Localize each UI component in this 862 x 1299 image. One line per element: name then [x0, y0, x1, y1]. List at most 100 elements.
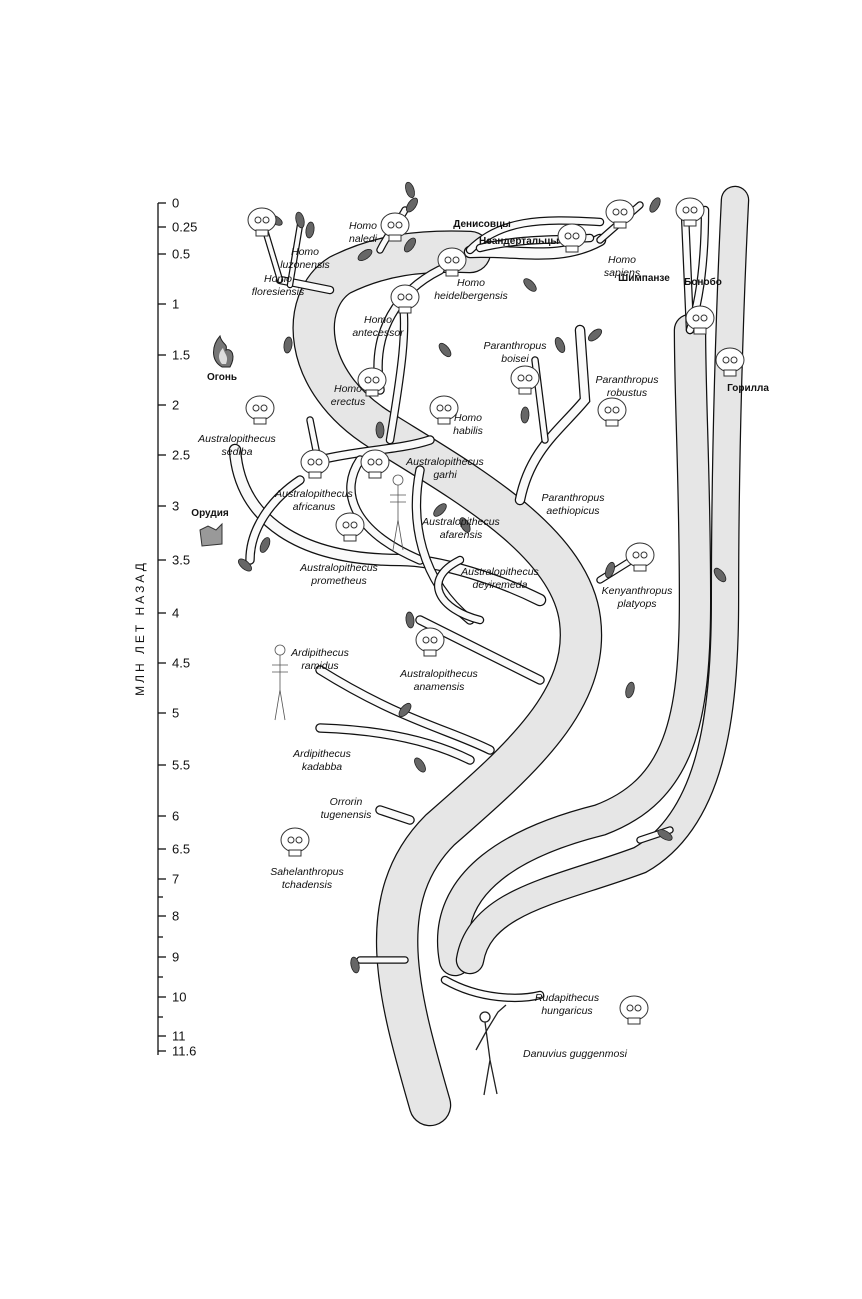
species-name-line: tchadensis: [281, 878, 333, 891]
neanderthals-label: Неандертальцы: [479, 236, 559, 247]
axis-tick-label: 11: [172, 1028, 186, 1044]
time-axis-line: [157, 202, 166, 1055]
species-name-line: sediba: [221, 445, 253, 458]
leaf-icon: [649, 197, 661, 213]
stone-tool-icon: [199, 522, 223, 547]
leaf-icon: [375, 421, 385, 439]
skull-icon: [510, 365, 540, 395]
skull-icon: [715, 347, 745, 377]
skull-icon: [247, 207, 277, 237]
species-name-line: Homo: [333, 383, 362, 395]
australopith-branch: [228, 443, 547, 607]
axis-tick-label: 6.5: [172, 841, 191, 857]
leaf-icon: [713, 567, 727, 583]
species-name-line: habilis: [453, 424, 483, 437]
species-name-line: naledi: [348, 232, 378, 245]
axis-tick-label: 4.5: [172, 655, 191, 671]
leaf-icon: [414, 757, 426, 773]
skull-icon: [280, 827, 310, 857]
skull-icon: [300, 449, 330, 479]
leaf-icon: [305, 221, 315, 239]
species-name-line: Paranthropus: [483, 340, 547, 352]
species-name-line: Australopithecus: [461, 566, 539, 578]
species-name-line: Danuvius guggenmosi: [523, 1048, 627, 1060]
fire-label: Огонь: [206, 372, 238, 383]
leaf-icon: [350, 956, 360, 974]
leaf-icon: [605, 561, 615, 579]
species-name-line: anamensis: [413, 680, 465, 693]
species-name-line: boisei: [501, 352, 529, 365]
kadabba-branch: [315, 723, 475, 765]
axis-tick-label: 3.5: [172, 552, 191, 568]
species-label-d-guggenmosi: Danuvius guggenmosi: [523, 1048, 627, 1061]
species-name-line: afarensis: [439, 528, 483, 541]
skeleton-icon: [390, 474, 406, 551]
leaf-icon: [459, 517, 471, 533]
species-name-line: africanus: [292, 500, 336, 513]
species-name-line: Ardipithecus: [291, 647, 349, 659]
species-name-line: Homo: [607, 254, 637, 266]
gorilla-label: Горилла: [727, 383, 769, 394]
tools-label: Орудия: [191, 508, 229, 519]
species-name-line: tugenensis: [320, 808, 372, 821]
species-name-line: Paranthropus: [595, 374, 659, 386]
species-name-line: deyiremeda: [472, 578, 528, 591]
leaf-icon: [398, 702, 412, 718]
species-name-line: Ardipithecus: [293, 748, 351, 760]
species-name-line: Australopithecus: [300, 562, 378, 574]
leaf-icon: [433, 503, 447, 517]
leaf-icon: [406, 197, 418, 213]
prometheus-branch: [346, 455, 425, 565]
leaf-icon: [520, 406, 530, 424]
ramidus-branch: [315, 665, 495, 755]
rudapithecus-branch: [440, 975, 545, 1002]
leaf-icon: [403, 237, 417, 253]
floresiensis-twig: [261, 226, 284, 284]
chimp-bonobo-branch: [437, 313, 712, 977]
axis-tick-label: 7: [172, 871, 180, 887]
axis-tick-label: 0.25: [172, 219, 198, 235]
species-name-line: floresiensis: [251, 285, 305, 298]
species-name-line: Australopithecus: [400, 668, 478, 680]
species-name-line: luzonensis: [280, 258, 330, 271]
axis-tick-label: 2: [172, 397, 180, 413]
danuvius-figure-icon: [475, 1004, 507, 1096]
axis-tick-label: 6: [172, 808, 180, 824]
axis-tick-label: 0: [172, 195, 180, 211]
species-name-line: Homo: [348, 220, 377, 232]
skull-icon: [557, 223, 587, 253]
leaf-icon: [259, 537, 271, 553]
species-name-line: Homo: [456, 277, 485, 289]
leaf-icon: [283, 336, 293, 354]
skull-icon: [357, 367, 387, 397]
species-name-line: prometheus: [311, 574, 367, 587]
skull-icon: [390, 284, 420, 314]
skull-icon: [685, 305, 715, 335]
species-name-line: Homo: [263, 273, 292, 285]
species-name-line: hungaricus: [541, 1004, 593, 1017]
sapiens-branch: [463, 233, 607, 260]
skull-icon: [245, 395, 275, 425]
axis-tick-label: 1: [172, 296, 180, 312]
axis-tick-label: 11.6: [172, 1043, 197, 1059]
species-name-line: robustus: [606, 386, 648, 399]
species-name-line: antecessor: [352, 326, 404, 339]
axis-tick-label: 0.5: [172, 246, 191, 262]
